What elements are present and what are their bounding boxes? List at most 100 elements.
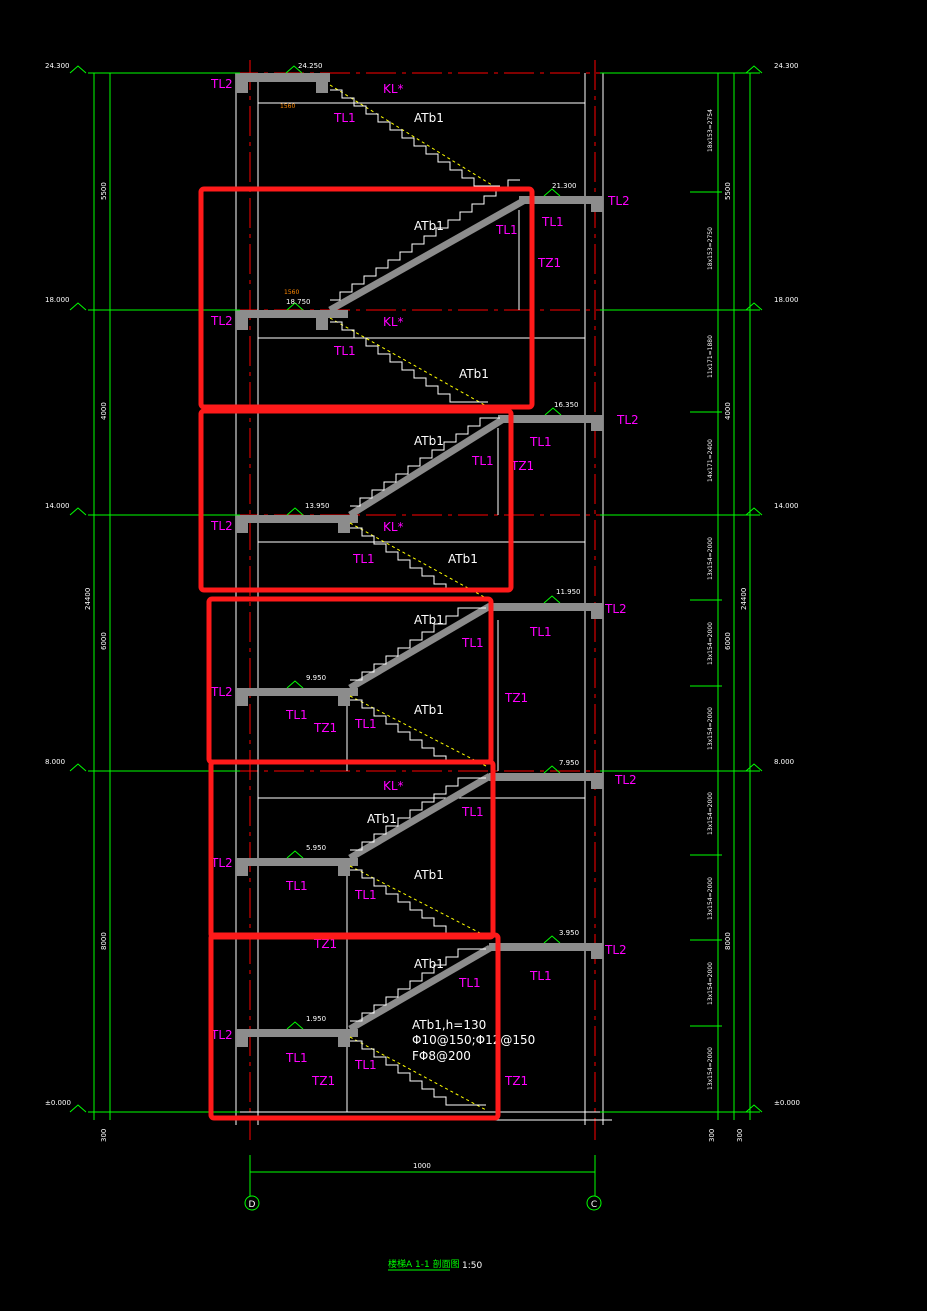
label-tl1: TL1 <box>333 111 356 125</box>
elev-right-0: ±0.000 <box>774 1099 800 1107</box>
label-tl1: TL1 <box>354 1058 377 1072</box>
run-4: 14x171=2400 <box>707 439 714 482</box>
run-10: 13x154=2000 <box>707 962 714 1005</box>
elev-left-24300: 24.300 <box>45 62 70 70</box>
run-3: 11x171=1880 <box>707 335 714 378</box>
label-tl1: TL1 <box>529 969 552 983</box>
run-7: 13x154=2000 <box>707 707 714 750</box>
label-tz1: TZ1 <box>537 256 561 270</box>
dim-300-left: 300 <box>100 1129 108 1142</box>
right-dimension-chain <box>600 72 760 1120</box>
label-tl2: TL2 <box>616 413 639 427</box>
annotation-highlights <box>198 186 535 1121</box>
label-tz1: TZ1 <box>313 937 337 951</box>
label-tl2: TL2 <box>210 519 233 533</box>
descending-steps <box>330 89 500 1106</box>
dim-6000-right: 6000 <box>724 632 732 650</box>
label-tz1: TZ1 <box>311 1074 335 1088</box>
note-line-2: Φ10@150;Φ12@150 <box>412 1033 535 1047</box>
label-tl2: TL2 <box>210 314 233 328</box>
elev-5950: 5.950 <box>306 844 326 852</box>
dim-4000-right: 4000 <box>724 402 732 420</box>
dim-5500-right: 5500 <box>724 182 732 200</box>
label-tl2: TL2 <box>604 602 627 616</box>
label-kl: KL* <box>383 82 404 96</box>
bottom-dimension <box>244 1155 602 1211</box>
label-tl1: TL1 <box>529 435 552 449</box>
highlight-box-5 <box>208 932 501 1121</box>
label-tl2: TL2 <box>210 685 233 699</box>
dim-5500-left: 5500 <box>100 182 108 200</box>
scale-text: 1:50 <box>462 1261 482 1271</box>
label-atb1: ATb1 <box>414 703 444 717</box>
label-tl1: TL1 <box>285 1051 308 1065</box>
label-tl1: TL1 <box>495 223 518 237</box>
dim-1560-mid: 1560 <box>284 289 299 296</box>
elev-13950: 13.950 <box>305 502 330 510</box>
dim-4000-left: 4000 <box>100 402 108 420</box>
elev-right-14000: 14.000 <box>774 502 799 510</box>
dim-6000-left: 6000 <box>100 632 108 650</box>
label-kl: KL* <box>383 520 404 534</box>
label-tl2: TL2 <box>614 773 637 787</box>
label-tl1: TL1 <box>461 636 484 650</box>
label-tl1: TL1 <box>285 879 308 893</box>
label-tl1: TL1 <box>471 454 494 468</box>
note-line-1: ATb1,h=130 <box>412 1018 486 1032</box>
elev-21300: 21.300 <box>552 182 577 190</box>
label-kl: KL* <box>383 315 404 329</box>
elev-11950: 11.950 <box>556 588 581 596</box>
elev-left-8000: 8.000 <box>45 758 65 766</box>
stair-steps <box>330 179 520 1022</box>
run-8: 13x154=2000 <box>707 792 714 835</box>
elev-left-0: ±0.000 <box>45 1099 71 1107</box>
elev-7950: 7.950 <box>559 759 579 767</box>
run-5: 13x154=2000 <box>707 537 714 580</box>
elev-left-18000: 18.000 <box>45 296 70 304</box>
elev-left-14000: 14.000 <box>45 502 70 510</box>
label-tl2: TL2 <box>210 77 233 91</box>
label-kl: KL* <box>383 779 404 793</box>
elev-18750: 18.750 <box>286 298 311 306</box>
label-tl2: TL2 <box>604 943 627 957</box>
run-9: 13x154=2000 <box>707 877 714 920</box>
label-tz1: TZ1 <box>504 691 528 705</box>
label-tz1: TZ1 <box>313 721 337 735</box>
label-tl1: TL1 <box>541 215 564 229</box>
axis-lines <box>249 60 596 1140</box>
bottom-dim-text: 1000 <box>413 1162 431 1170</box>
section-title: 楼梯A 1-1 剖面图 <box>388 1258 460 1270</box>
label-atb1: ATb1 <box>414 868 444 882</box>
label-tl2: TL2 <box>210 856 233 870</box>
run-2: 18x153=2750 <box>707 227 714 270</box>
elev-right-8000: 8.000 <box>774 758 794 766</box>
label-tl1: TL1 <box>461 805 484 819</box>
elev-right-24300: 24.300 <box>774 62 799 70</box>
dim-8000-right: 8000 <box>724 932 732 950</box>
dim-1560-top: 1560 <box>280 103 295 110</box>
elev-24250: 24.250 <box>298 62 323 70</box>
run-1: 18x153=2754 <box>707 109 714 152</box>
section-title-group: 楼梯A 1-1 剖面图 1:50 <box>388 1258 482 1271</box>
left-dimension-chain <box>88 72 240 1120</box>
label-atb1: ATb1 <box>414 111 444 125</box>
slabs <box>236 73 603 1047</box>
level-symbols <box>69 65 763 1113</box>
label-tl2: TL2 <box>210 1028 233 1042</box>
dim-24400-left: 24400 <box>84 588 92 610</box>
dim-300-right-b: 300 <box>736 1129 744 1142</box>
highlight-box-2 <box>198 408 514 593</box>
label-atb1: ATb1 <box>414 957 444 971</box>
label-tl1: TL1 <box>285 708 308 722</box>
elev-1950: 1.950 <box>306 1015 326 1023</box>
run-6: 13x154=2000 <box>707 622 714 665</box>
elev-3950: 3.950 <box>559 929 579 937</box>
stair-flights <box>328 196 527 1033</box>
label-tz1: TZ1 <box>510 459 534 473</box>
axis-bubble-d: D <box>249 1200 256 1210</box>
elev-9950: 9.950 <box>306 674 326 682</box>
label-tl1: TL1 <box>354 888 377 902</box>
label-tl1: TL1 <box>354 717 377 731</box>
label-atb1: ATb1 <box>414 613 444 627</box>
